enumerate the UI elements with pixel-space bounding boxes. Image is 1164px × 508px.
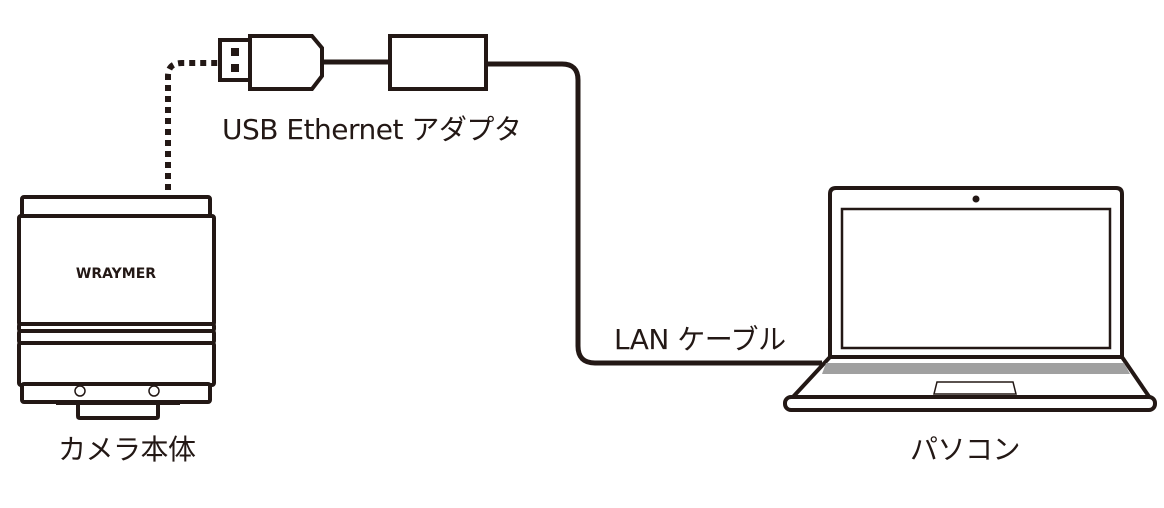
usb-ethernet-adapter	[388, 34, 488, 91]
adapter-label: USB Ethernet アダプタ	[222, 113, 522, 146]
camera-screw-icon	[74, 385, 86, 397]
usb-cable-dotted	[165, 60, 220, 190]
camera-body	[17, 195, 216, 420]
lan-cable	[486, 61, 822, 366]
camera-screw-icon	[148, 385, 160, 397]
camera-brand-logo: WRAYMER	[76, 266, 156, 282]
usb-plug	[218, 34, 324, 91]
laptop	[783, 186, 1157, 412]
camera-label: カメラ本体	[58, 433, 196, 466]
pc-label: パソコン	[910, 433, 1021, 466]
lan-cable-label: LAN ケーブル	[614, 323, 786, 356]
